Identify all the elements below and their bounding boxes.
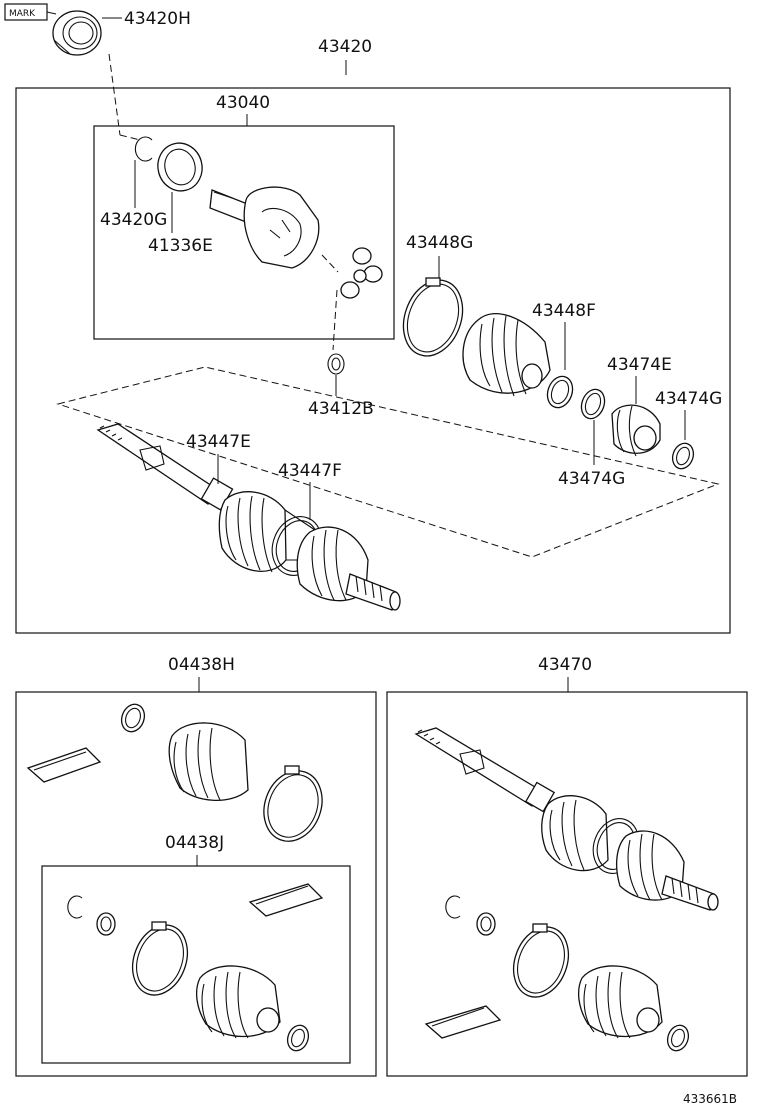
snap-ring-kit-43470[interactable] <box>445 895 461 919</box>
label-43470: 43470 <box>538 655 592 675</box>
clamp-small-kit-43470-b[interactable] <box>664 1022 692 1053</box>
band-clamp-kit-43470[interactable] <box>504 919 577 1004</box>
diagram-code: 433661B <box>683 1092 737 1106</box>
mark-tag: MARK <box>4 3 57 21</box>
drive-shaft-assembly[interactable] <box>96 423 401 611</box>
band-clamp-kit-j[interactable] <box>123 917 196 1002</box>
boot-inner-kit-j[interactable] <box>195 965 281 1039</box>
band-clamp-43448G[interactable] <box>393 272 472 364</box>
snap-ring-43420G[interactable] <box>134 136 153 162</box>
clamp-43474G-a[interactable] <box>578 386 609 422</box>
label-43040: 43040 <box>216 93 270 113</box>
kit-box-04438H <box>15 691 377 1077</box>
label-43474G-a: 43474G <box>655 389 722 409</box>
kit-box-04438J <box>41 865 351 1064</box>
clamp-small-kit-43470[interactable] <box>476 912 496 936</box>
grease-packet-a[interactable] <box>26 747 102 783</box>
mark-tag-text: MARK <box>9 9 36 19</box>
label-43447E: 43447E <box>186 432 251 452</box>
clamp-small-kit-j[interactable] <box>96 912 116 936</box>
shaft-region-outline <box>56 366 720 558</box>
label-43412B: 43412B <box>308 399 374 419</box>
label-04438H: 04438H <box>168 655 235 675</box>
label-43474G-b: 43474G <box>558 469 625 489</box>
subassembly-box-43040 <box>93 125 395 340</box>
seal-43420H[interactable] <box>52 10 102 56</box>
clamp-small-kit-j-b[interactable] <box>284 1022 312 1053</box>
grease-packet-b[interactable] <box>248 883 324 917</box>
assembly-box-43420 <box>15 87 731 634</box>
inner-joint-housing[interactable] <box>209 186 320 269</box>
grease-packet-c[interactable] <box>424 1005 502 1039</box>
label-41336E: 41336E <box>148 236 213 256</box>
band-clamp-kit-h[interactable] <box>254 763 331 850</box>
snap-ring-kit-j[interactable] <box>67 895 83 919</box>
label-43420G: 43420G <box>100 210 167 230</box>
label-43474E: 43474E <box>607 355 672 375</box>
snap-ring-43412B[interactable] <box>327 353 345 375</box>
boot-43474E[interactable] <box>611 404 661 457</box>
kit-box-43470 <box>386 691 748 1077</box>
tripod-spider[interactable] <box>340 247 383 299</box>
label-43447F: 43447F <box>278 461 342 481</box>
label-43448G: 43448G <box>406 233 473 253</box>
inner-boot[interactable] <box>462 312 551 397</box>
drive-shaft-kit-43470[interactable] <box>414 727 719 911</box>
clamp-43474G-b[interactable] <box>669 440 697 471</box>
boot-kit-43470[interactable] <box>577 965 663 1039</box>
clamp-43448F[interactable] <box>543 373 576 411</box>
label-43420H: 43420H <box>124 9 191 29</box>
label-43448F: 43448F <box>532 301 596 321</box>
ring-41336E[interactable] <box>153 138 208 196</box>
label-43420: 43420 <box>318 37 372 57</box>
boot-outer-kit-h[interactable] <box>168 722 249 802</box>
clamp-small-a[interactable] <box>118 701 148 735</box>
label-04438J: 04438J <box>165 833 224 853</box>
